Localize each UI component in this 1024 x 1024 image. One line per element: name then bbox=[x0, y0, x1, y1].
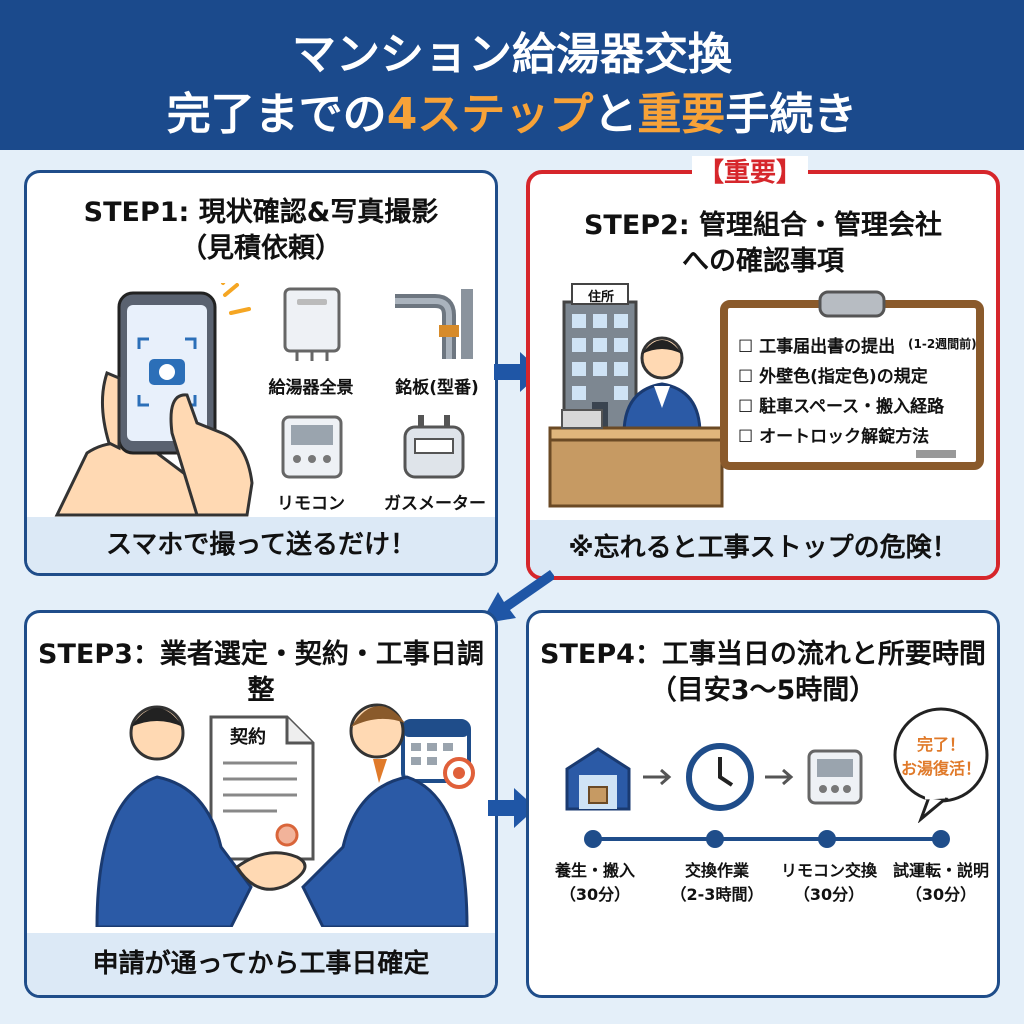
step2-title-line2: への確認事項 bbox=[682, 246, 844, 277]
timeline-step-duration: （30分） bbox=[905, 885, 977, 904]
step4-title-line2: （目安3〜5時間） bbox=[649, 675, 877, 706]
checklist-item: ☐ 外壁色(指定色)の規定 bbox=[738, 367, 928, 387]
step1-item-gas-meter: ガスメーター bbox=[384, 494, 486, 514]
remote-controller-icon bbox=[281, 415, 343, 479]
calendar-icon bbox=[401, 719, 475, 789]
step1-footer: スマホで撮って送るだけ！ bbox=[27, 517, 495, 573]
step1-card: STEP1: 現状確認&写真撮影 （見積依頼） 給湯器全景 銘板(型番) リモコ… bbox=[24, 170, 498, 576]
checklist-item-note: (1-2週間前) bbox=[908, 337, 977, 351]
step1-item-remote: リモコン bbox=[277, 494, 345, 514]
arrow-small-icon bbox=[643, 768, 672, 786]
title-important-highlight: 重要 bbox=[637, 89, 726, 140]
page-title-line2: 完了までの4ステップと重要手続き bbox=[0, 78, 1024, 142]
important-badge: 【重要】 bbox=[692, 156, 809, 190]
title-mid: と bbox=[593, 89, 638, 140]
title-suffix: 手続き bbox=[725, 89, 858, 140]
timeline-step-label: 交換作業 bbox=[684, 861, 749, 880]
step1-title-line2: （見積依頼） bbox=[180, 233, 342, 264]
checklist-item: ☐ 工事届出書の提出 bbox=[738, 337, 896, 357]
step4-title-line1: STEP4：工事当日の流れと所要時間 bbox=[540, 639, 986, 670]
timeline-step-label: 養生・搬入 bbox=[554, 861, 635, 880]
step1-item-water-heater: 給湯器全景 bbox=[268, 378, 354, 398]
building-sign: 住所 bbox=[587, 290, 614, 305]
timeline-step-duration: （30分） bbox=[793, 885, 865, 904]
page-header: マンション給湯器交換 完了までの4ステップと重要手続き bbox=[0, 0, 1024, 150]
contract-label: 契約 bbox=[230, 727, 266, 748]
checklist-item: ☐ オートロック解錠方法 bbox=[738, 427, 930, 447]
page-title-line1: マンション給湯器交換 bbox=[292, 29, 732, 80]
speech-bubble-icon bbox=[893, 707, 989, 823]
timeline-step-label: 試運転・説明 bbox=[892, 861, 989, 880]
building-manager-icon bbox=[548, 336, 724, 508]
water-heater-icon bbox=[283, 287, 341, 361]
pipe-nameplate-icon bbox=[395, 289, 473, 359]
arrow-right-icon bbox=[488, 788, 536, 828]
clipboard-icon bbox=[720, 290, 984, 470]
step2-title-line1: STEP2: 管理組合・管理会社 bbox=[583, 210, 943, 241]
timeline-step-duration: （2-3時間） bbox=[670, 885, 764, 904]
step2-card: STEP2: 管理組合・管理会社 への確認事項 住所 ☐ 工事届出書の提出 (1… bbox=[526, 170, 1000, 580]
remote-controller-icon bbox=[807, 749, 863, 805]
timeline-step: 交換作業 （2-3時間） bbox=[657, 859, 777, 907]
timeline-step: リモコン交換 （30分） bbox=[767, 859, 891, 907]
timeline-step: 試運転・説明 （30分） bbox=[885, 859, 997, 907]
timeline bbox=[584, 830, 950, 848]
bubble-text-line1: 完了！ bbox=[916, 735, 965, 754]
step3-card: STEP3：業者選定・契約・工事日調整 契約 申請が通ってから工事日確定 bbox=[24, 610, 498, 998]
title-steps-highlight: 4ステップ bbox=[386, 89, 594, 140]
timeline-step-label: リモコン交換 bbox=[780, 861, 877, 880]
clock-icon bbox=[686, 743, 754, 811]
bubble-text-line2: お湯復活！ bbox=[900, 759, 981, 778]
warehouse-icon bbox=[565, 747, 631, 811]
arrow-down-left-icon bbox=[480, 570, 554, 624]
timeline-step: 養生・搬入 （30分） bbox=[535, 859, 655, 907]
step2-footer: ※忘れると工事ストップの危険！ bbox=[530, 520, 996, 576]
step3-footer: 申請が通ってから工事日確定 bbox=[27, 933, 495, 995]
timeline-step-duration: （30分） bbox=[559, 885, 631, 904]
step1-title-line1: STEP1: 現状確認&写真撮影 bbox=[83, 197, 439, 228]
handshake-icon bbox=[95, 703, 469, 927]
smartphone-camera-icon bbox=[54, 283, 254, 517]
step1-item-nameplate: 銘板(型番) bbox=[395, 378, 479, 398]
step4-card: STEP4：工事当日の流れと所要時間 （目安3〜5時間） 完了！ お湯復活！ 養… bbox=[526, 610, 1000, 998]
arrow-small-icon bbox=[765, 768, 794, 786]
checklist-item: ☐ 駐車スペース・搬入経路 bbox=[738, 397, 945, 417]
title-prefix: 完了までの bbox=[166, 89, 387, 140]
gas-meter-icon bbox=[403, 415, 465, 479]
step3-title: STEP3：業者選定・契約・工事日調整 bbox=[38, 639, 484, 706]
